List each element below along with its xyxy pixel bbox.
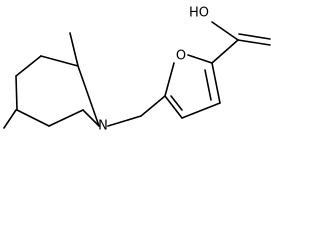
bond-c4f-c5f: [164, 95, 183, 119]
methyl-groups: [3, 32, 79, 129]
bond-c2f-c3f: [211, 62, 221, 104]
bond-o-c2f: [187, 54, 213, 64]
bond-methyl-left: [3, 109, 17, 129]
bond-c-oh: [211, 21, 239, 41]
bond-c1-c2: [15, 55, 42, 77]
molecule-drawing: HO O N: [3, 6, 271, 134]
furan-ring: [164, 54, 221, 119]
bond-c3f-c4f: [181, 102, 221, 119]
piperidine-ring: [15, 55, 100, 127]
piperidine-nitrogen-label: N: [98, 119, 108, 134]
hydroxyl-label: HO: [189, 6, 209, 21]
furan-oxygen-label: O: [176, 49, 186, 64]
carboxylic-acid: [211, 21, 271, 64]
linker-ch2: [107, 95, 166, 127]
bond-c5f-o: [164, 62, 175, 97]
bond-c4f-c5f-double: [170, 95, 183, 111]
bond-c6-c1: [40, 55, 79, 67]
bond-c-o-double-1: [237, 39, 271, 46]
bond-c-o-double-2: [238, 33, 271, 40]
structure-diagram: HO O N: [3, 6, 271, 134]
bond-c3-c4: [16, 109, 50, 127]
bond-c4-c5: [48, 109, 84, 127]
bond-c2-c3: [15, 75, 18, 111]
bond-n-ch2: [107, 115, 142, 127]
bond-c2f-cooh: [211, 39, 239, 64]
bond-c5-n: [82, 109, 100, 127]
bond-c2f-c3f-double: [204, 69, 212, 101]
bond-ch2-furan: [140, 95, 166, 117]
bond-methyl-top: [69, 32, 79, 67]
bond-n-c6: [77, 65, 100, 127]
